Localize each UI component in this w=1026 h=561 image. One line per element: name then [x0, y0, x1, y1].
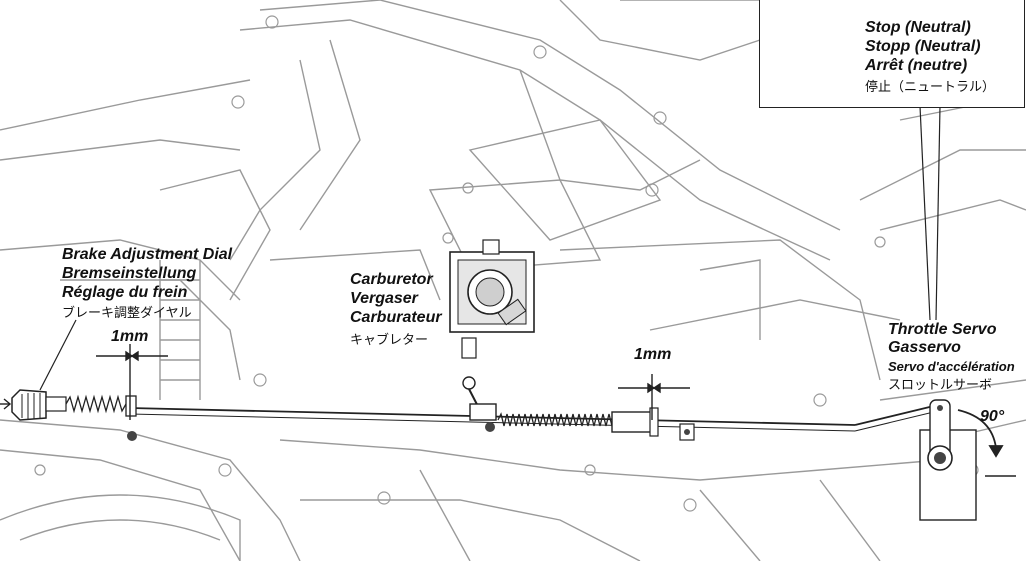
- throttle-servo-label-de: Gasservo: [888, 339, 961, 356]
- gap-dimension-left: 1mm: [111, 328, 149, 345]
- brake-dial-label-fr: Réglage du frein: [62, 284, 188, 301]
- brake-dial-part: [0, 389, 137, 441]
- throttle-servo-label-en: Throttle Servo: [888, 321, 997, 338]
- carburetor-label-ja: キャブレター: [350, 332, 429, 347]
- carburetor-label-fr: Carburateur: [350, 309, 442, 326]
- callout-line-fr: Arrêt (neutre): [865, 57, 968, 74]
- frame-bolts: [34, 15, 979, 512]
- brake-dial-label-de: Bremseinstellung: [62, 265, 197, 282]
- callout-line-en: Stop (Neutral): [865, 19, 971, 36]
- leader-lines: [39, 105, 941, 391]
- callout-line-ja: 停止（ニュートラル）: [865, 79, 996, 94]
- carburetor-label-en: Carburetor: [350, 271, 433, 288]
- callout-line-de: Stopp (Neutral): [865, 38, 981, 55]
- carburetor-part: [449, 239, 535, 390]
- throttle-servo-part: [919, 399, 977, 521]
- throttle-servo-label-fr: Servo d'accélération: [888, 359, 1015, 374]
- throttle-servo-label-ja: スロットルサーボ: [888, 377, 993, 392]
- rotation-arc: [957, 409, 1016, 477]
- brake-dial-label-en: Brake Adjustment Dial: [62, 246, 233, 263]
- carburetor-label-de: Vergaser: [350, 290, 418, 307]
- brake-dial-label-ja: ブレーキ調整ダイヤル: [62, 305, 192, 320]
- gap-dimension-right: 1mm: [634, 346, 672, 363]
- dimension-markers: [96, 344, 690, 420]
- throttle-spring: [497, 407, 695, 441]
- rotation-angle-label: 90°: [980, 408, 1005, 425]
- neutral-callout-box: [759, 0, 1025, 108]
- throttle-linkage: [129, 388, 943, 432]
